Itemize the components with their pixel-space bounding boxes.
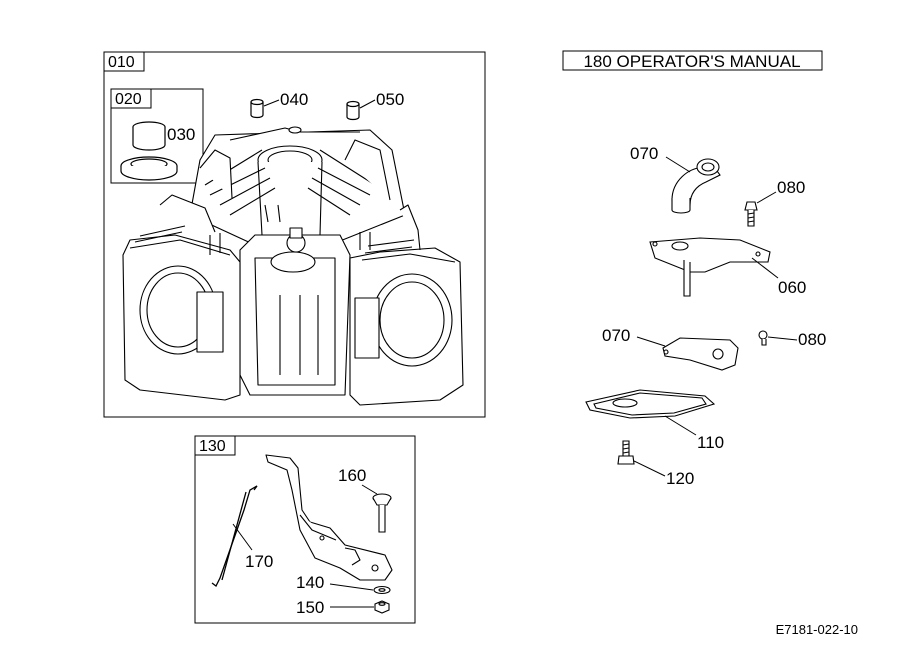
group-020-tag	[110, 88, 152, 109]
bolt-120	[617, 440, 635, 465]
group-130-label: 130	[199, 438, 226, 455]
gasket-110	[585, 389, 716, 419]
manual-180: 180 OPERATOR'S MANUAL	[562, 50, 823, 71]
callout-050: 050	[376, 90, 404, 109]
dowel-pin-050	[346, 100, 360, 121]
group-010-label: 010	[108, 54, 135, 71]
bolt-160	[372, 493, 392, 533]
callout-160: 160	[338, 466, 366, 485]
callout-170: 170	[245, 552, 273, 571]
group-020-frame	[110, 88, 204, 184]
callout-140: 140	[296, 573, 324, 592]
group-010-tag	[103, 51, 145, 72]
elbow-pipe-070	[671, 158, 721, 214]
callout-120: 120	[666, 469, 694, 488]
rod-170	[211, 485, 258, 587]
group-020-label: 020	[115, 91, 142, 108]
group-130-frame	[194, 435, 416, 624]
callout-070-pipe: 070	[630, 144, 658, 163]
callout-030: 030	[167, 125, 195, 144]
callout-150: 150	[296, 598, 324, 617]
callout-070-bracket: 070	[602, 326, 630, 345]
callout-080-top: 080	[777, 178, 805, 197]
callout-040: 040	[280, 90, 308, 109]
group-130: 130 170 160 140	[194, 435, 416, 624]
plate-060	[649, 237, 771, 297]
bushing-seal-030	[120, 121, 178, 181]
callout-080-lower: 080	[798, 330, 826, 349]
governor-arm	[265, 454, 393, 581]
nut-150	[374, 600, 390, 614]
callout-110: 110	[697, 433, 724, 452]
group-010-frame	[103, 51, 486, 418]
callout-060: 060	[778, 278, 806, 297]
group-130-tag	[194, 435, 236, 456]
dowel-pin-040	[250, 98, 264, 119]
manual-label: 180 OPERATOR'S MANUAL	[583, 52, 800, 71]
reference-code: E7181-022-10	[776, 622, 858, 637]
washer-140	[373, 585, 391, 595]
bolt-080-lower	[758, 330, 768, 346]
bolt-080-top	[744, 201, 758, 227]
crankcase-block	[122, 126, 464, 406]
bracket-070	[662, 337, 739, 371]
group-010: 010 020 030 040 050	[103, 51, 486, 418]
manual-frame	[562, 50, 823, 71]
